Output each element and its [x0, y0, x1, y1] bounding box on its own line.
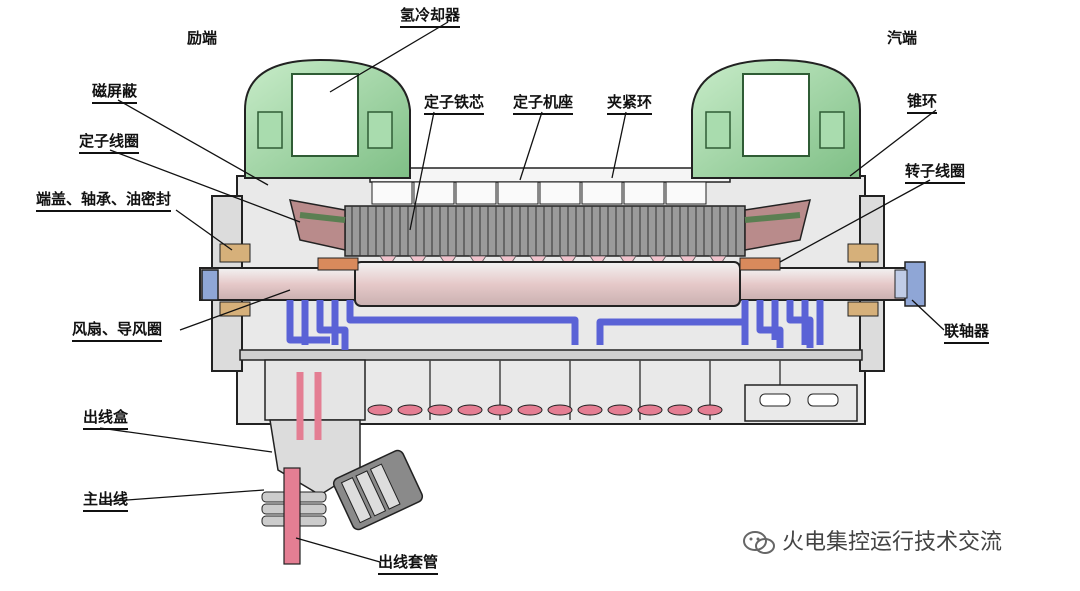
label-main-lead: 主出线	[83, 490, 129, 512]
watermark-text: 火电集控运行技术交流	[782, 530, 1003, 555]
label-exciter-end: 励端	[187, 29, 218, 47]
label-end-cover: 端盖、轴承、油密封	[36, 190, 172, 212]
cooling-ducts	[286, 300, 824, 350]
terminal-box-assembly	[261, 359, 424, 565]
wechat-icon	[743, 531, 775, 554]
hydrogen-cooler-right	[691, 58, 861, 179]
label-stator-core: 定子铁芯	[424, 93, 485, 115]
stator-end-winding-right	[744, 199, 812, 251]
label-terminal-box: 出线盒	[83, 408, 129, 430]
label-fan: 风扇、导风圈	[72, 320, 163, 342]
watermark: 火电集控运行技术交流	[742, 524, 1002, 556]
label-clamp-ring: 夹紧环	[607, 93, 653, 115]
label-coupling: 联轴器	[944, 322, 990, 344]
bushing-stack	[261, 467, 327, 565]
leader-lines	[99, 21, 945, 563]
label-hydrogen-cooler: 氢冷却器	[400, 6, 461, 28]
bushing-side	[332, 449, 424, 531]
label-magnetic-shield: 磁屏蔽	[92, 82, 138, 104]
bearing-right	[847, 243, 879, 317]
stator-frame-top	[369, 167, 731, 205]
label-stator-winding: 定子线圈	[79, 132, 140, 154]
label-cone-ring: 锥环	[907, 92, 938, 114]
label-stator-frame: 定子机座	[513, 93, 574, 115]
hydrogen-cooler-left	[244, 58, 411, 179]
rotor-shaft	[199, 257, 921, 307]
bearing-left	[219, 243, 251, 317]
label-turbine-end: 汽端	[887, 29, 918, 47]
coupling-flange	[894, 261, 926, 307]
exciter-flange	[201, 269, 219, 301]
label-rotor-winding: 转子线圈	[905, 162, 966, 184]
stator-end-winding-left	[288, 199, 346, 251]
label-bushing: 出线套管	[378, 553, 439, 575]
